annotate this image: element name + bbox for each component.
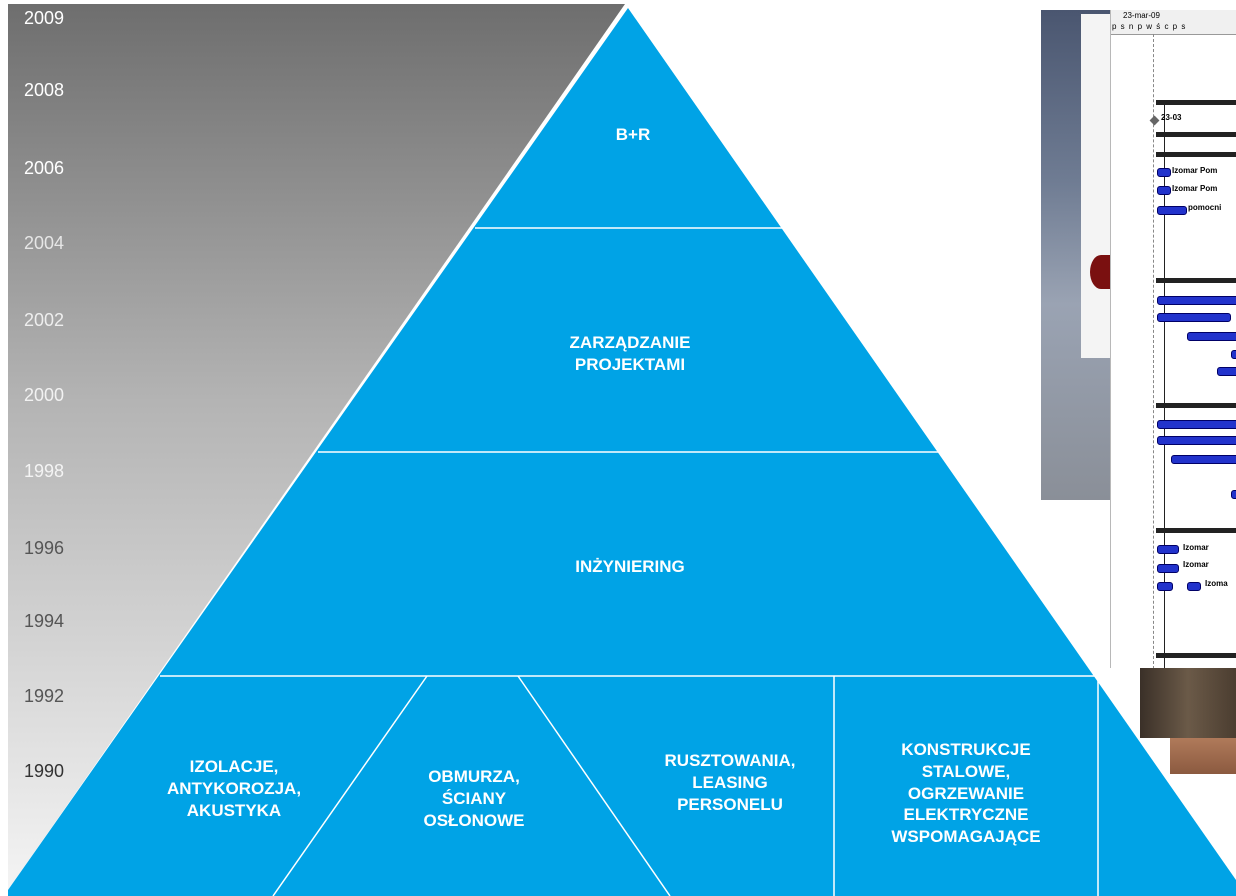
gantt-task-bar — [1157, 420, 1236, 429]
gantt-task-bar — [1157, 206, 1187, 215]
gantt-task-bar — [1157, 582, 1173, 591]
year-label: 1998 — [24, 461, 65, 481]
year-label: 1992 — [24, 686, 65, 706]
gantt-chart-panel: 23-mar-09 p s n p w ś c p s 23-03 Izomar… — [1110, 10, 1236, 668]
gantt-task-label: Izomar — [1183, 560, 1209, 569]
gantt-task-bar — [1217, 367, 1236, 376]
gantt-summary-bar — [1156, 100, 1236, 105]
gantt-dependency-line — [1164, 100, 1165, 668]
gantt-summary-bar — [1156, 132, 1236, 137]
gantt-today-line — [1153, 34, 1154, 668]
gantt-task-bar — [1157, 296, 1236, 305]
year-label: 1990 — [24, 761, 65, 781]
year-label: 1996 — [24, 538, 65, 558]
gantt-summary-bar — [1156, 278, 1236, 283]
tier-label-engineering: INŻYNIERING — [575, 557, 685, 576]
photo-white-panel — [1081, 14, 1113, 358]
gantt-task-label: Izomar — [1183, 543, 1209, 552]
tier-label-research-development: B+R — [615, 125, 651, 144]
base-divider — [272, 675, 428, 896]
year-label: 1994 — [24, 611, 65, 631]
gantt-task-bar — [1157, 186, 1171, 195]
year-label: 2009 — [24, 8, 65, 28]
gantt-task-label: Izoma — [1205, 579, 1228, 588]
gantt-task-label: Izomar Pom — [1172, 166, 1218, 175]
gantt-date-header: 23-mar-09 p s n p w ś c p s — [1111, 10, 1236, 35]
tier-label-masonry: OBMURZA, ŚCIANY OSŁONOWE — [423, 767, 525, 830]
gantt-task-label: pomocni — [1188, 203, 1222, 212]
gantt-date-label: 23-mar-09 — [1123, 11, 1160, 20]
year-label: 2000 — [24, 385, 65, 405]
industrial-photo — [1140, 668, 1236, 738]
gantt-summary-bar — [1156, 653, 1236, 658]
base-divider — [517, 675, 671, 896]
gantt-task-bar — [1231, 490, 1236, 499]
gantt-task-bar — [1187, 332, 1236, 341]
gantt-day-letters: p s n p w ś c p s — [1112, 22, 1187, 31]
tier-label-insulation: IZOLACJE, ANTYKOROZJA, AKUSTYKA — [166, 757, 302, 820]
gantt-task-bar — [1157, 436, 1236, 445]
gantt-task-bar — [1187, 582, 1201, 591]
photo-red-object — [1090, 255, 1112, 289]
gantt-task-label: Izomar Pom — [1172, 184, 1218, 193]
gantt-task-bar — [1231, 350, 1236, 359]
tier-label-scaffolding: RUSZTOWANIA, LEASING PERSONELU — [664, 751, 796, 814]
gantt-task-bar — [1157, 545, 1179, 554]
gantt-task-bar — [1171, 455, 1236, 464]
gantt-task-bar — [1157, 313, 1231, 322]
gantt-summary-bar — [1156, 403, 1236, 408]
gantt-milestone-label: 23-03 — [1161, 113, 1182, 122]
tier-label-project-management: ZARZĄDZANIE PROJEKTAMI — [569, 333, 691, 374]
gantt-summary-bar — [1156, 528, 1236, 533]
pipe-photo — [1170, 738, 1236, 774]
gantt-task-bar — [1157, 564, 1179, 573]
year-label: 2006 — [24, 158, 65, 178]
year-label: 2004 — [24, 233, 65, 253]
year-label: 2002 — [24, 310, 65, 330]
tier-label-steel-structures: KONSTRUKCJE STALOWE, OGRZEWANIE ELEKTRYC… — [891, 740, 1041, 846]
gantt-summary-bar — [1156, 152, 1236, 157]
gantt-task-bar — [1157, 168, 1171, 177]
year-label: 2008 — [24, 80, 65, 100]
